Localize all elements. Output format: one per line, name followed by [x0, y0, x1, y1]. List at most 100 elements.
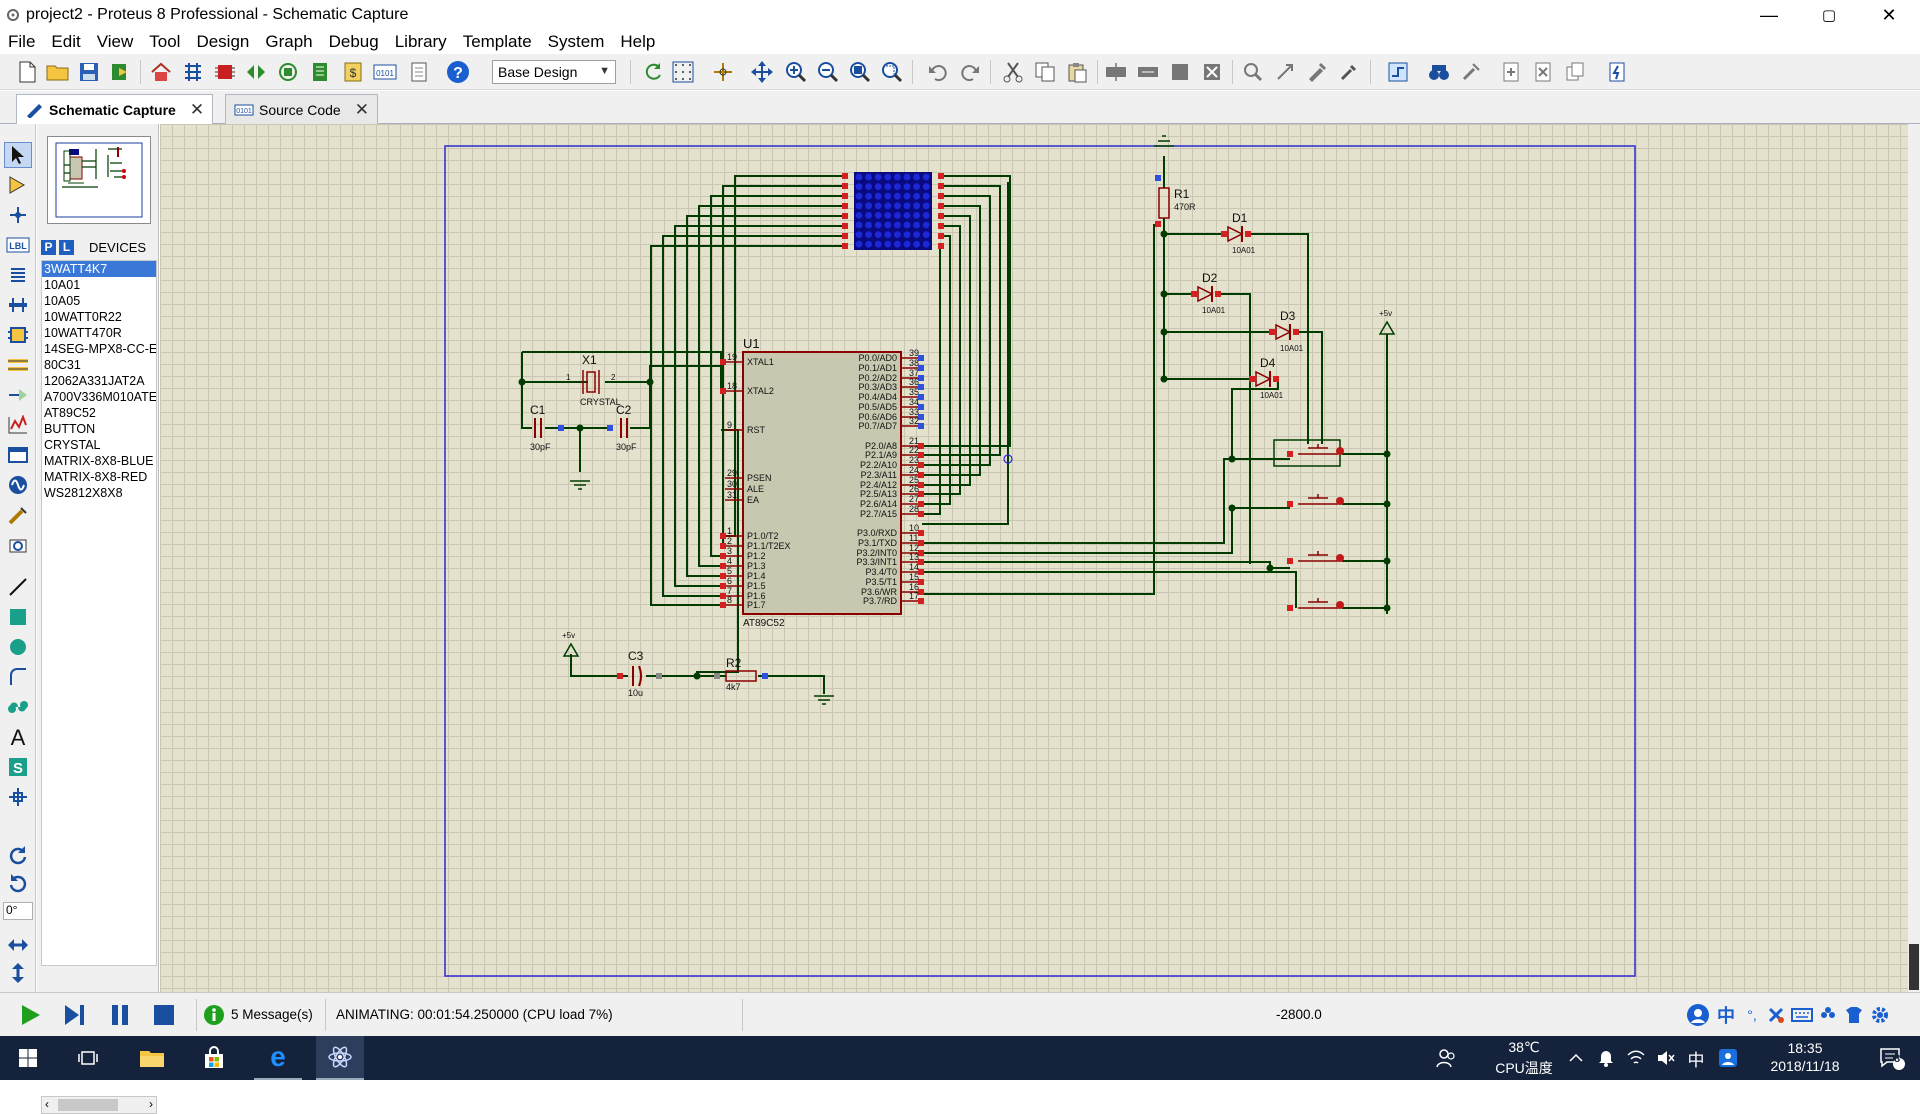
menu-design[interactable]: Design [196, 32, 250, 51]
packaging-tool-icon[interactable] [1304, 59, 1330, 85]
play-button[interactable] [16, 1001, 44, 1029]
line-draw-icon[interactable] [4, 574, 32, 600]
store-icon[interactable] [190, 1036, 238, 1080]
decompose-icon[interactable] [1336, 59, 1362, 85]
mirror-vertical-icon[interactable] [4, 960, 32, 986]
generator-icon[interactable] [4, 472, 32, 498]
task-view-icon[interactable] [64, 1036, 112, 1080]
menu-view[interactable]: View [96, 32, 134, 51]
text-draw-icon[interactable]: A [4, 724, 32, 750]
3d-viewer-icon[interactable] [243, 59, 269, 85]
bom-icon[interactable] [307, 59, 333, 85]
voltage-probe-icon[interactable] [4, 502, 32, 528]
mirror-horizontal-icon[interactable] [4, 932, 32, 958]
device-list-item[interactable]: 80C31 [44, 358, 81, 372]
tab-schematic-capture[interactable]: Schematic Capture ✕ [16, 94, 214, 125]
rotate-anticlockwise-icon[interactable] [4, 870, 32, 896]
people-icon[interactable] [1422, 1036, 1470, 1080]
open-folder-icon[interactable] [45, 59, 71, 85]
device-list-item[interactable]: AT89C52 [44, 406, 96, 420]
menu-edit[interactable]: Edit [51, 32, 81, 51]
junction-dot-icon[interactable] [4, 202, 32, 228]
ime-punct-icon[interactable]: °, [1747, 1007, 1757, 1023]
path-draw-icon[interactable] [4, 694, 32, 720]
menu-file[interactable]: File [8, 32, 36, 51]
pick-device-button[interactable]: P [41, 239, 56, 255]
device-list-item[interactable]: WS2812X8X8 [44, 486, 123, 500]
terminal-icon[interactable] [4, 352, 32, 378]
selection-mode-icon[interactable] [4, 142, 32, 168]
new-sheet-icon[interactable] [1498, 59, 1524, 85]
zoom-all-icon[interactable] [847, 59, 873, 85]
box-draw-icon[interactable] [4, 604, 32, 630]
gerber-viewer-icon[interactable] [275, 59, 301, 85]
virtual-instrument-icon[interactable] [4, 532, 32, 558]
proteus-taskbar-icon[interactable] [316, 1036, 364, 1080]
action-center-icon[interactable]: 8 [1868, 1036, 1916, 1080]
canvas-vscrollbar[interactable] [1908, 124, 1920, 992]
home-icon[interactable] [148, 59, 174, 85]
refresh-icon[interactable] [640, 59, 666, 85]
rotate-clockwise-icon[interactable] [4, 842, 32, 868]
scroll-right-icon[interactable]: › [149, 1097, 153, 1111]
menu-system[interactable]: System [547, 32, 605, 51]
block-delete-icon[interactable] [1199, 59, 1225, 85]
component-mode-icon[interactable] [4, 172, 32, 198]
source-code-icon[interactable]: 0101 [372, 59, 398, 85]
ime-tray-icon[interactable] [1684, 1001, 1712, 1029]
text-script-icon[interactable] [4, 262, 32, 288]
subcircuit-icon[interactable] [4, 322, 32, 348]
report-icon[interactable] [1604, 59, 1630, 85]
design-select[interactable]: Base Design▼ [492, 60, 616, 84]
menu-tool[interactable]: Tool [149, 32, 181, 51]
keyboard-icon[interactable] [1788, 1001, 1816, 1029]
block-move-icon[interactable] [1135, 59, 1161, 85]
save-icon[interactable] [76, 59, 102, 85]
block-rotate-icon[interactable] [1167, 59, 1193, 85]
device-pin-icon[interactable] [4, 382, 32, 408]
close-button[interactable]: ✕ [1881, 4, 1897, 25]
wire-label-icon[interactable]: LBL [4, 232, 32, 258]
property-tool-icon[interactable] [1458, 59, 1484, 85]
menu-library[interactable]: Library [394, 32, 447, 51]
marker-icon[interactable] [4, 784, 32, 810]
import-icon[interactable] [107, 59, 133, 85]
tape-recorder-icon[interactable] [4, 442, 32, 468]
bus-icon[interactable] [4, 292, 32, 318]
menu-template[interactable]: Template [462, 32, 532, 51]
ime-taskbar-icon[interactable] [1712, 1036, 1744, 1080]
device-list-item[interactable]: 12062A331JAT2A [44, 374, 145, 388]
ime-chinese-icon[interactable]: 中 [1717, 1006, 1735, 1026]
wire-autorouter-icon[interactable] [1385, 59, 1411, 85]
notes-icon[interactable] [406, 59, 432, 85]
arc-draw-icon[interactable] [4, 664, 32, 690]
zoom-area-icon[interactable] [879, 59, 905, 85]
zoom-out-icon[interactable] [815, 59, 841, 85]
paste-icon[interactable] [1064, 59, 1090, 85]
grid-toggle-icon[interactable] [670, 59, 696, 85]
zoom-in-icon[interactable] [783, 59, 809, 85]
device-list-item[interactable]: 3WATT4K7 [42, 261, 156, 277]
tab-source-code[interactable]: 0101 Source Code ✕ [225, 94, 378, 124]
info-icon[interactable] [200, 1001, 228, 1029]
origin-icon[interactable] [710, 59, 736, 85]
help-icon[interactable]: ? [445, 59, 471, 85]
settings-gear-icon[interactable] [1866, 1001, 1894, 1029]
new-file-icon[interactable] [14, 59, 40, 85]
scroll-left-icon[interactable]: ‹ [45, 1097, 49, 1111]
step-button[interactable] [60, 1001, 88, 1029]
cut-icon[interactable] [1000, 59, 1026, 85]
block-copy-icon[interactable] [1103, 59, 1129, 85]
menu-debug[interactable]: Debug [328, 32, 379, 51]
ime-skin-icon[interactable] [1814, 1001, 1842, 1029]
pcb-layout-icon[interactable] [212, 59, 238, 85]
vscroll-thumb[interactable] [1909, 944, 1919, 990]
chevron-up-icon[interactable] [1560, 1036, 1592, 1080]
make-device-icon[interactable] [1272, 59, 1298, 85]
minimize-button[interactable]: — [1760, 4, 1778, 25]
maximize-button[interactable]: ▢ [1821, 7, 1837, 24]
pan-icon[interactable] [749, 59, 775, 85]
design-explorer-icon[interactable]: $ [340, 59, 366, 85]
